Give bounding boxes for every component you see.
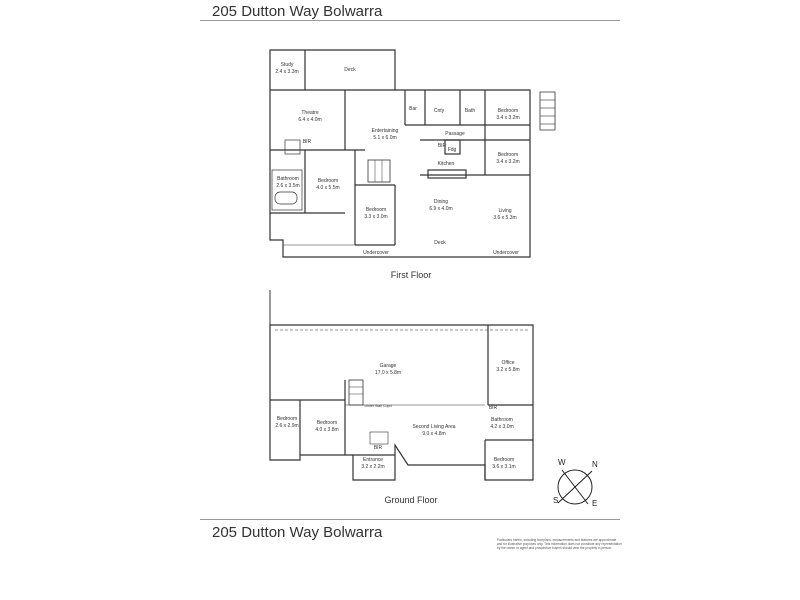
room-bir-2: BIR <box>437 143 447 149</box>
ground-floor-label: Ground Floor <box>384 495 438 505</box>
footer-title: 205 Dutton Way Bolwarra <box>212 524 383 541</box>
room-deck-bottom: Deck <box>434 240 446 246</box>
room-deck-top: Deck <box>344 67 356 73</box>
room-undercover-1: Undercover <box>363 250 389 256</box>
footer-divider <box>200 519 620 520</box>
compass-w: W <box>558 458 566 467</box>
room-gf-bir-1: BIR <box>488 405 498 411</box>
compass-n: N <box>592 460 598 469</box>
room-bar: Bar <box>409 106 417 112</box>
first-floor-outer-wall <box>269 49 531 258</box>
room-passage: Passage <box>445 131 465 137</box>
room-undercover-2: Undercover <box>493 250 519 256</box>
compass <box>557 469 593 505</box>
room-kitchen: Kitchen <box>437 161 455 167</box>
compass-e: E <box>592 499 598 508</box>
room-gf-bir-2: BIR <box>373 445 383 451</box>
room-bath: Bath <box>464 108 476 114</box>
header-divider <box>200 20 620 21</box>
room-fdg: Fdg <box>447 147 457 153</box>
room-bir-1: BIR <box>302 139 312 145</box>
room-cnty: Cnty <box>433 108 445 114</box>
first-floor-label: First Floor <box>390 270 432 280</box>
compass-s: S <box>553 496 559 505</box>
page-title: 205 Dutton Way Bolwarra <box>212 3 383 20</box>
room-under-stair-cupd: Under Stair Cupd <box>364 404 392 408</box>
ground-floor-outer-wall <box>269 324 534 481</box>
disclaimer-text: Particulars herein, including floorplans… <box>497 538 622 550</box>
